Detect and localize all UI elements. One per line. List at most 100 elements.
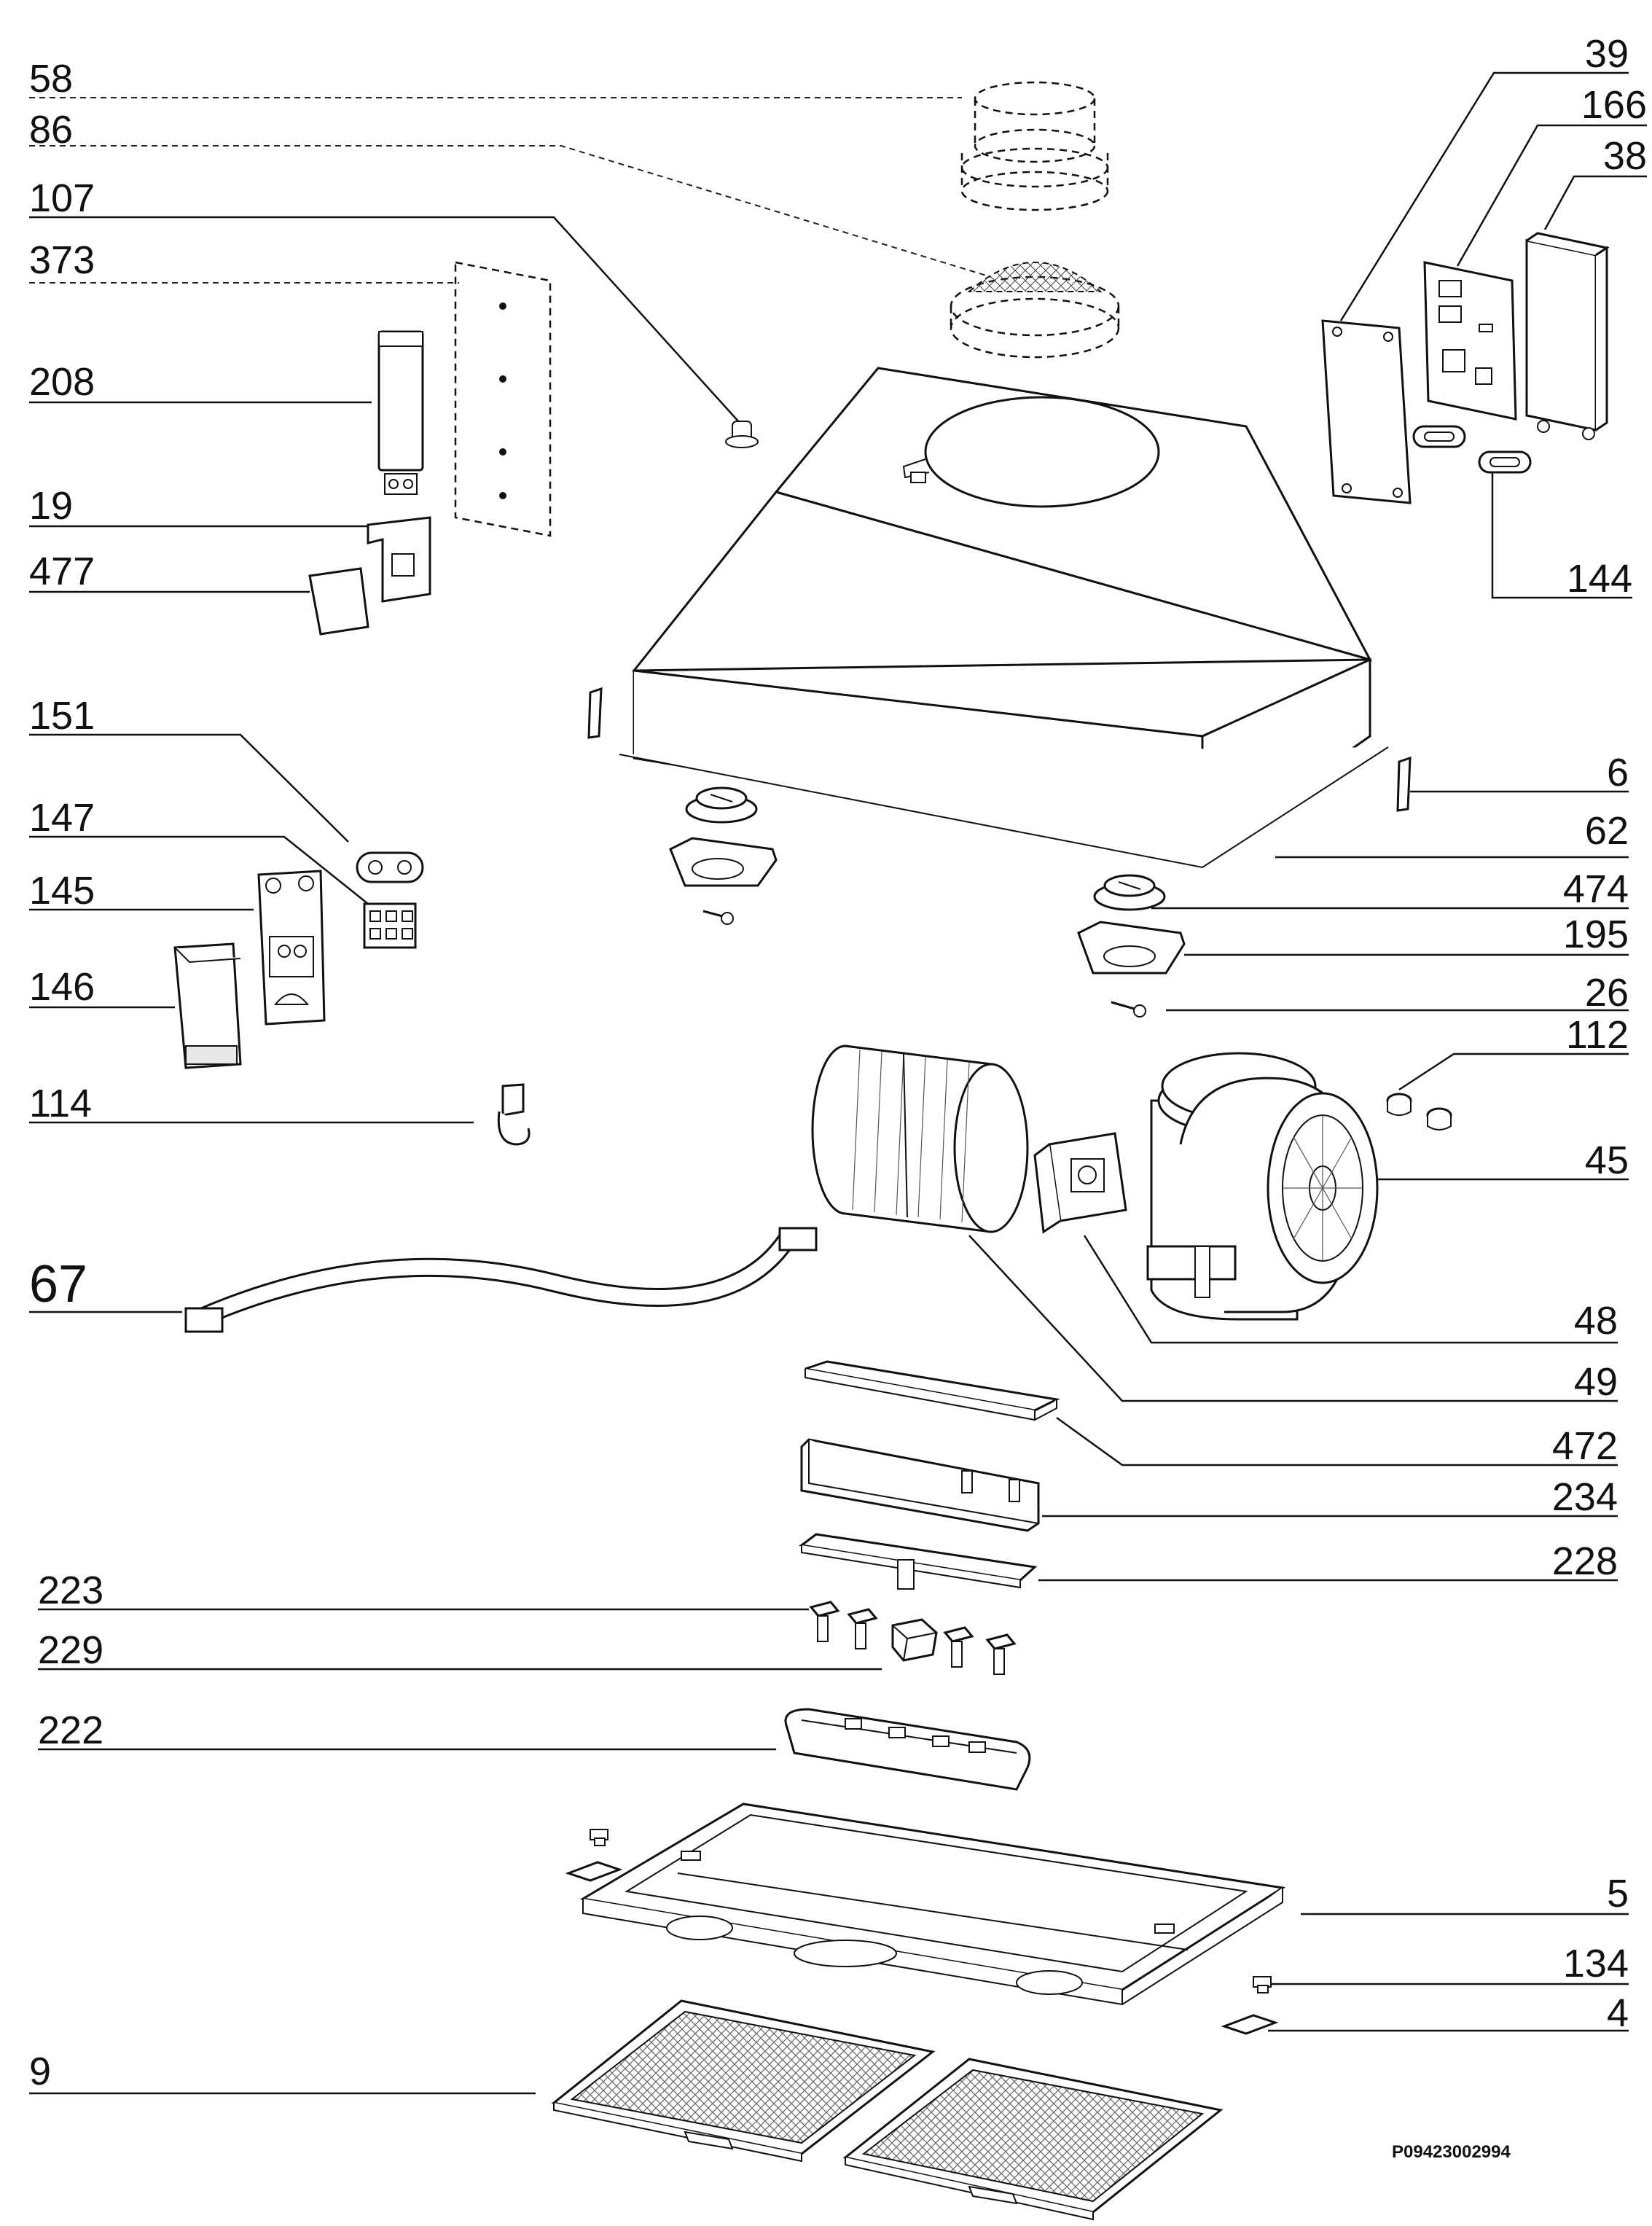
screw-26-right <box>1111 1001 1146 1018</box>
leader-line-49 <box>968 1235 1618 1402</box>
plate-472-part <box>805 1360 1060 1421</box>
grease-filter-9-right <box>842 2058 1224 2221</box>
callout-label-62: 62 <box>1585 809 1629 853</box>
callout-label-151: 151 <box>29 694 95 738</box>
callout-39: 39 <box>1339 32 1629 321</box>
plate-228-part <box>799 1533 1038 1590</box>
callout-58: 58 <box>29 57 962 101</box>
callout-45: 45 <box>1363 1139 1629 1182</box>
callout-label-67: 67 <box>29 1255 87 1313</box>
callout-label-234: 234 <box>1552 1475 1618 1519</box>
callout-label-474: 474 <box>1563 867 1629 911</box>
switch-module-145-part <box>257 870 326 1026</box>
fan-wheel-49-part <box>811 1044 1029 1233</box>
leader-line-144 <box>1491 466 1632 599</box>
motor-blower-45-part <box>1146 1052 1379 1321</box>
callout-label-39: 39 <box>1585 32 1629 76</box>
callout-label-45: 45 <box>1585 1139 1629 1182</box>
callout-67: 67 <box>29 1255 182 1313</box>
duct-adapter-part <box>960 81 1109 211</box>
callout-label-195: 195 <box>1563 913 1629 956</box>
callout-49: 49 <box>968 1235 1618 1404</box>
button-223-a <box>809 1601 840 1642</box>
callout-222: 222 <box>38 1708 776 1752</box>
callout-472: 472 <box>1056 1416 1618 1468</box>
capacitor-48-part <box>1033 1132 1127 1234</box>
callout-label-6: 6 <box>1607 751 1629 794</box>
callout-label-223: 223 <box>38 1569 103 1612</box>
bushing-151-part <box>356 851 424 883</box>
callout-86: 86 <box>29 108 992 278</box>
clip-4-left <box>565 1861 623 1882</box>
callout-label-228: 228 <box>1552 1539 1618 1583</box>
callout-label-26: 26 <box>1585 971 1629 1015</box>
callout-label-134: 134 <box>1563 1942 1629 1985</box>
rubber-cap-112-a <box>1386 1093 1412 1116</box>
bottom-frame-5-part <box>579 1803 1286 2006</box>
rubber-cap-112-b <box>1426 1107 1452 1130</box>
clip-134-right <box>1253 1976 1272 1993</box>
grease-filter-9-left <box>551 1999 936 2163</box>
flat-cable-67-part <box>184 1227 818 1333</box>
callout-223: 223 <box>38 1569 809 1612</box>
leader-line-147 <box>29 835 369 905</box>
leader-line-107 <box>29 216 740 423</box>
callout-62: 62 <box>1275 809 1629 859</box>
pcb-cover-39-part <box>1321 319 1412 504</box>
grommet-144-b <box>1478 450 1532 474</box>
grommet-144-a <box>1412 425 1466 448</box>
callout-146: 146 <box>29 965 175 1009</box>
callout-label-477: 477 <box>29 550 95 593</box>
hood-housing-62-part <box>587 367 1412 869</box>
leader-line-151 <box>29 733 349 843</box>
callout-373: 373 <box>29 238 459 284</box>
callout-19: 19 <box>29 484 368 528</box>
callout-4: 4 <box>1268 1991 1629 2035</box>
leader-line-39 <box>1339 71 1629 321</box>
mount-rubber-474-left <box>685 786 758 824</box>
leader-line-86 <box>29 145 992 278</box>
callout-label-86: 86 <box>29 108 73 152</box>
callout-26: 26 <box>1166 971 1629 1015</box>
callout-228: 228 <box>1038 1539 1618 1583</box>
callout-147: 147 <box>29 796 369 905</box>
callout-144: 144 <box>1491 466 1632 601</box>
callout-label-9: 9 <box>29 2050 51 2093</box>
callout-label-146: 146 <box>29 965 95 1009</box>
callout-48: 48 <box>1083 1235 1618 1344</box>
button-223-d <box>985 1633 1017 1675</box>
callout-label-4: 4 <box>1607 1991 1629 2035</box>
button-223-c <box>943 1626 974 1668</box>
callout-208: 208 <box>29 360 372 404</box>
cover-477-part <box>308 567 369 636</box>
callout-9: 9 <box>29 2050 536 2095</box>
mounting-plate-part <box>454 261 552 537</box>
button-223-b <box>847 1608 878 1649</box>
mount-rubber-474-right <box>1093 874 1166 911</box>
leader-line-38 <box>1543 175 1647 230</box>
callout-label-472: 472 <box>1552 1424 1618 1468</box>
control-panel-222-part <box>784 1708 1031 1791</box>
ballast-208-part <box>377 330 424 495</box>
callout-label-145: 145 <box>29 869 95 913</box>
callout-label-107: 107 <box>29 176 95 220</box>
bracket-195-left <box>669 837 778 887</box>
drawing-code: P09423002994 <box>1392 2142 1511 2162</box>
callout-195: 195 <box>1184 913 1629 956</box>
callout-151: 151 <box>29 694 349 843</box>
callout-label-112: 112 <box>1566 1013 1629 1057</box>
box-38-part <box>1525 232 1610 440</box>
callout-label-166: 166 <box>1581 83 1647 127</box>
callout-474: 474 <box>1151 867 1629 911</box>
callout-label-373: 373 <box>29 238 95 282</box>
pcb-166-part <box>1423 261 1517 421</box>
callout-38: 38 <box>1543 134 1647 230</box>
callout-229: 229 <box>38 1628 882 1672</box>
callout-label-144: 144 <box>1567 557 1632 601</box>
terminal-block-147-part <box>363 902 417 949</box>
callout-label-147: 147 <box>29 796 95 840</box>
hook-clip-114-part <box>497 1083 531 1146</box>
callout-234: 234 <box>1042 1475 1618 1519</box>
knob-229-part <box>891 1618 938 1662</box>
